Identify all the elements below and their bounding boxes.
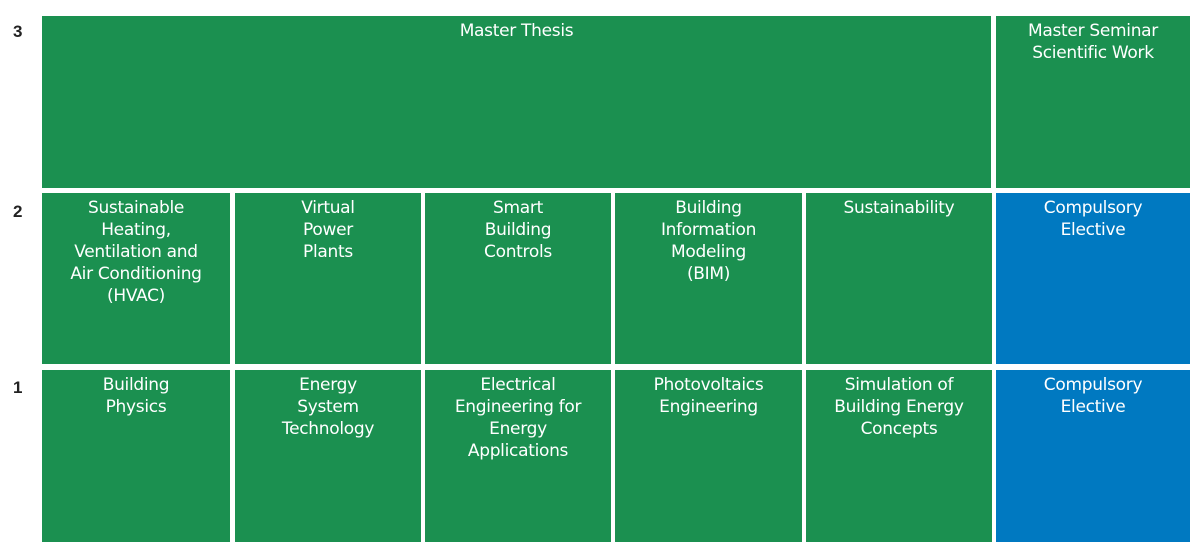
module-simulation-building-energy: Simulation of Building Energy Concepts [806, 370, 992, 542]
module-title: Building Physics [102, 375, 170, 417]
module-photovoltaics-engineering: Photovoltaics Engineering [615, 370, 802, 542]
module-title: Electrical Engineering for Energy Applic… [454, 375, 582, 461]
module-title: Sustainability [843, 198, 955, 218]
module-title: Compulsory Elective [1043, 375, 1143, 417]
module-title: Energy System Technology [281, 375, 375, 439]
module-smart-building-controls: Smart Building Controls [425, 193, 611, 364]
module-title: Simulation of Building Energy Concepts [834, 375, 964, 439]
semester-label-1: 1 [13, 378, 23, 397]
module-compulsory-elective-2: Compulsory Elective [996, 193, 1190, 364]
semester-label-2: 2 [13, 202, 23, 221]
module-title: Compulsory Elective [1043, 198, 1143, 240]
module-title: Master Seminar Scientific Work [1028, 21, 1158, 63]
module-master-seminar: Master Seminar Scientific Work [996, 16, 1190, 188]
module-electrical-engineering: Electrical Engineering for Energy Applic… [425, 370, 611, 542]
module-bim: Building Information Modeling (BIM) [615, 193, 802, 364]
module-title: Sustainable Heating, Ventilation and Air… [70, 198, 202, 306]
module-hvac: Sustainable Heating, Ventilation and Air… [42, 193, 230, 364]
module-title: Photovoltaics Engineering [653, 375, 764, 417]
module-virtual-power-plants: Virtual Power Plants [235, 193, 421, 364]
module-title: Building Information Modeling (BIM) [660, 198, 757, 284]
module-sustainability: Sustainability [806, 193, 992, 364]
module-title: Smart Building Controls [484, 198, 552, 262]
module-master-thesis: Master Thesis [42, 16, 991, 188]
semester-label-3: 3 [13, 22, 23, 41]
module-title: Master Thesis [459, 21, 574, 41]
module-energy-system-technology: Energy System Technology [235, 370, 421, 542]
module-title: Virtual Power Plants [301, 198, 355, 262]
module-building-physics: Building Physics [42, 370, 230, 542]
module-compulsory-elective-1: Compulsory Elective [996, 370, 1190, 542]
